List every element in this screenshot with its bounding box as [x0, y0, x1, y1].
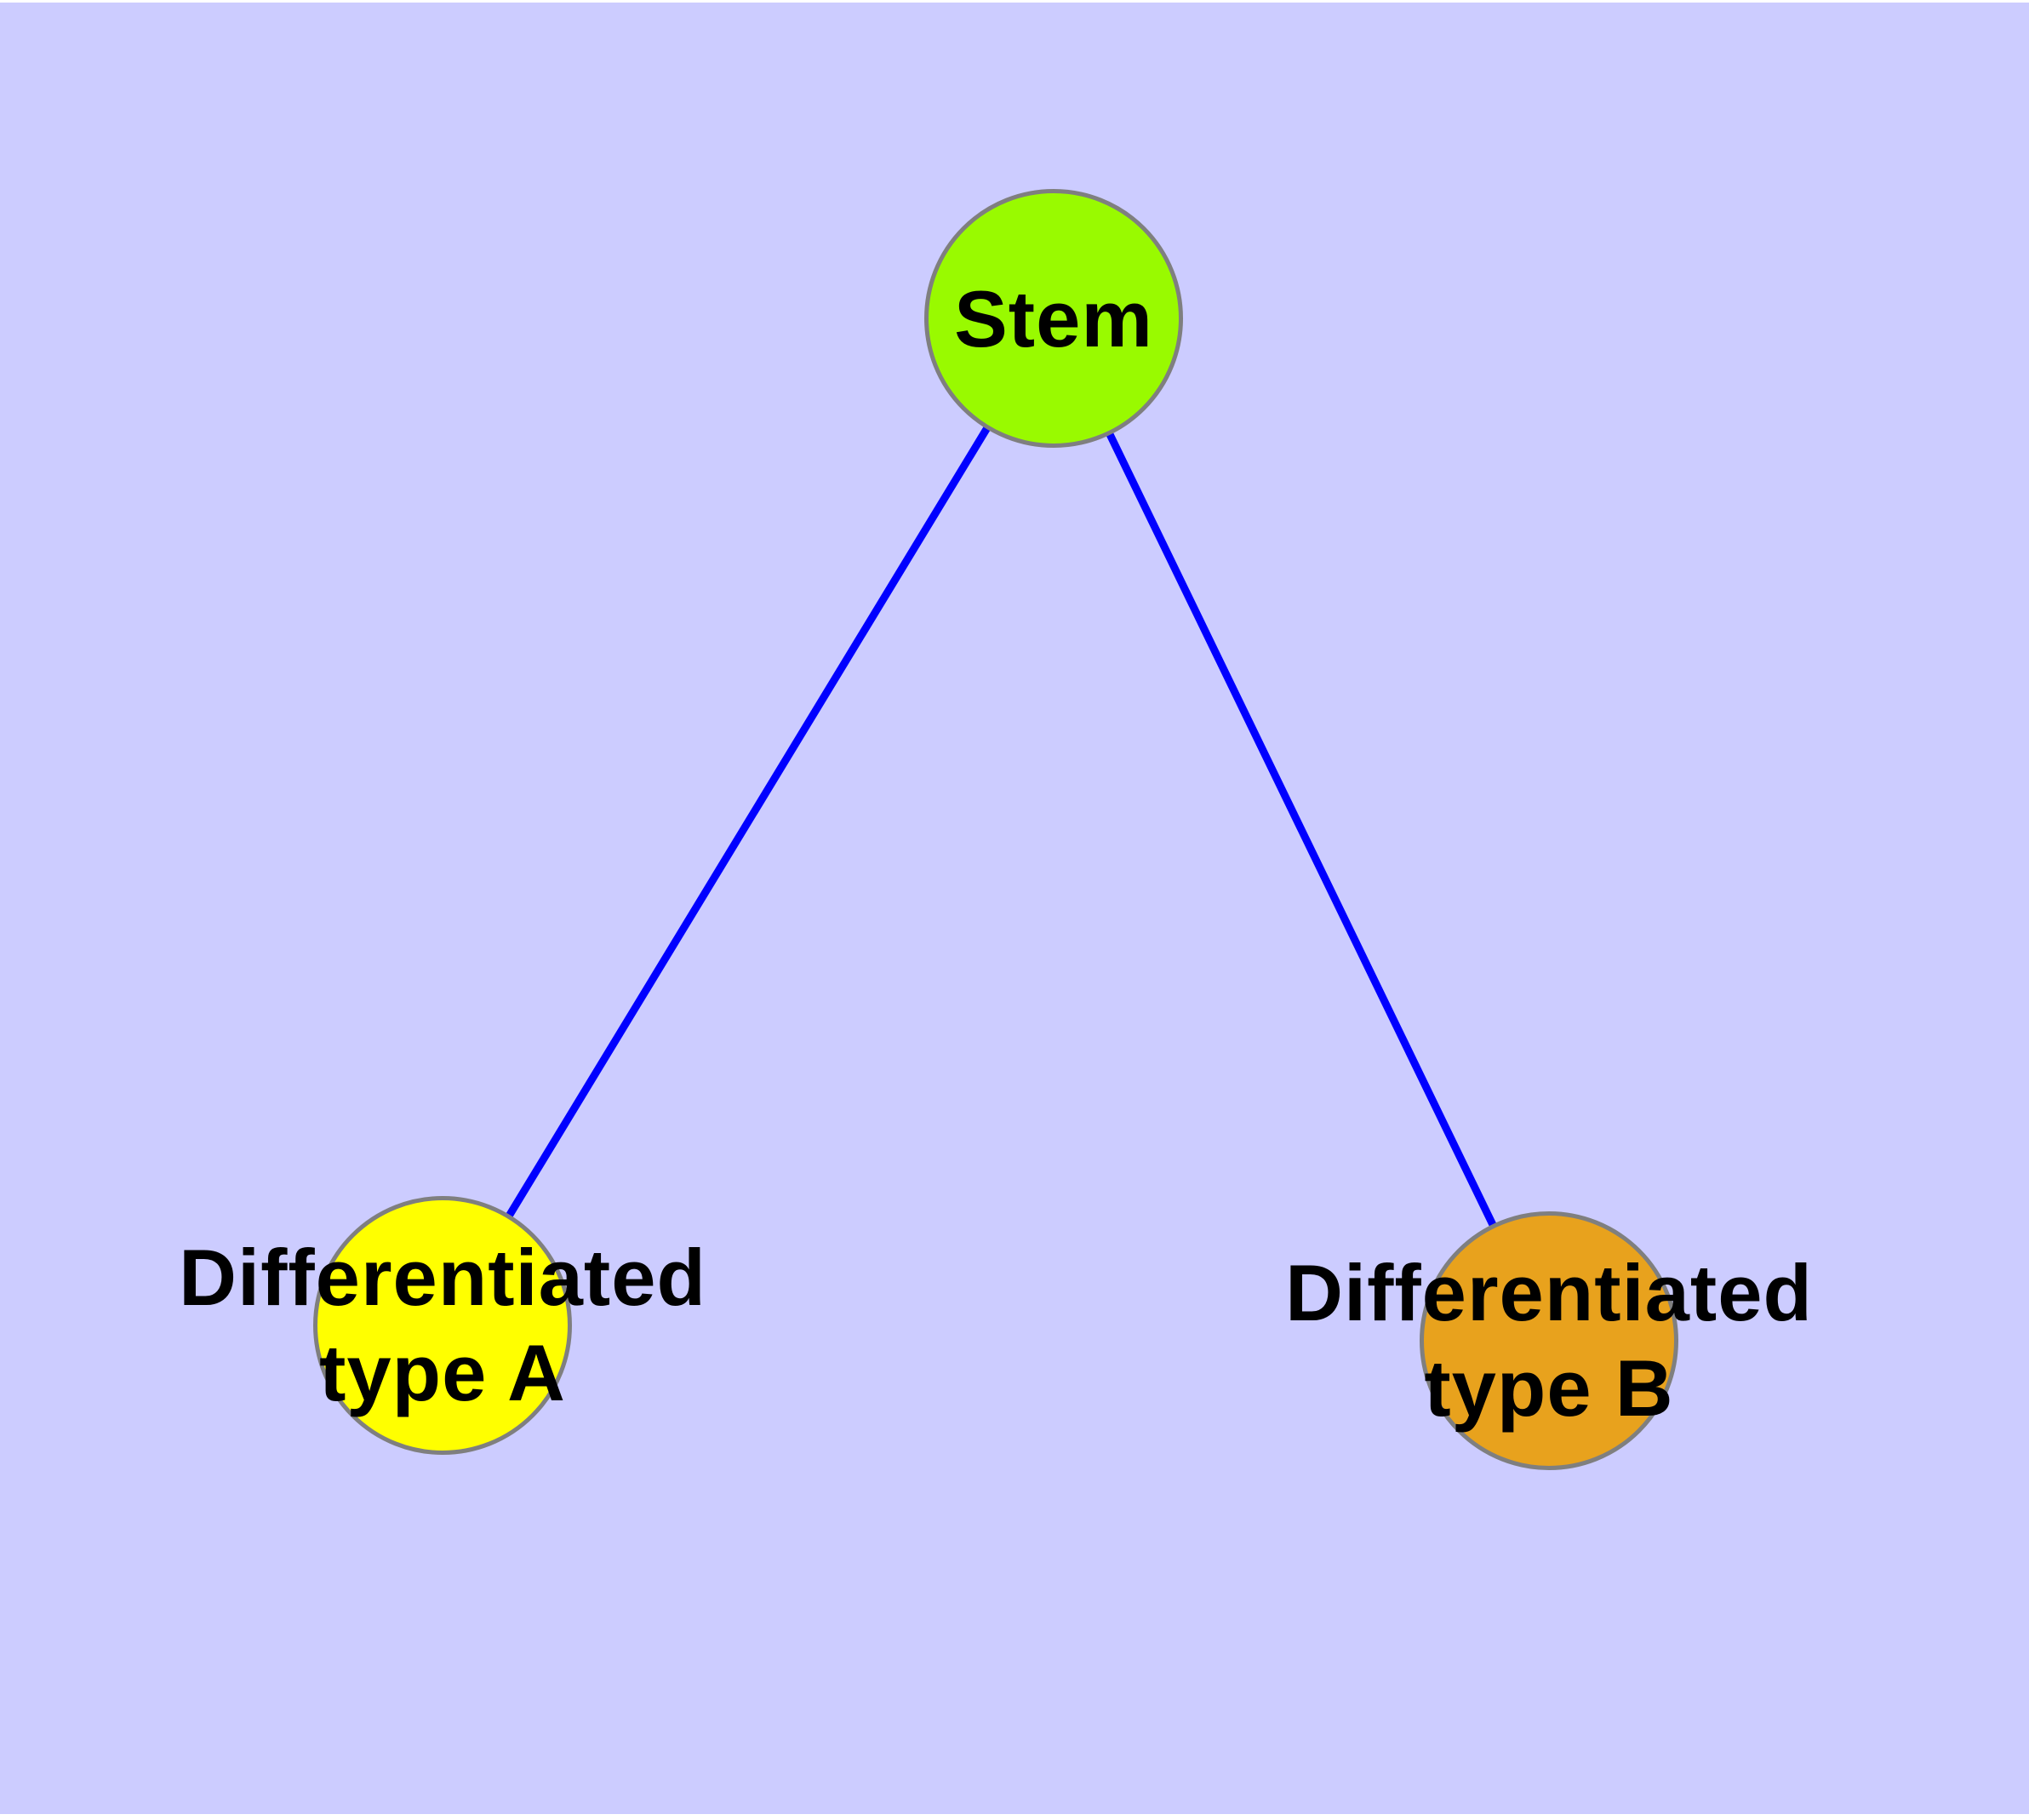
edge-stem-to-type-a [439, 316, 1057, 1328]
edges-layer [439, 316, 1553, 1342]
node-stem[interactable] [924, 189, 1183, 448]
diagram-canvas: Stem Differentiated type A Differentiate… [0, 3, 2029, 1814]
node-differentiated-type-a[interactable] [313, 1196, 572, 1455]
edge-stem-to-type-b [1049, 317, 1553, 1342]
node-differentiated-type-b[interactable] [1420, 1211, 1678, 1470]
